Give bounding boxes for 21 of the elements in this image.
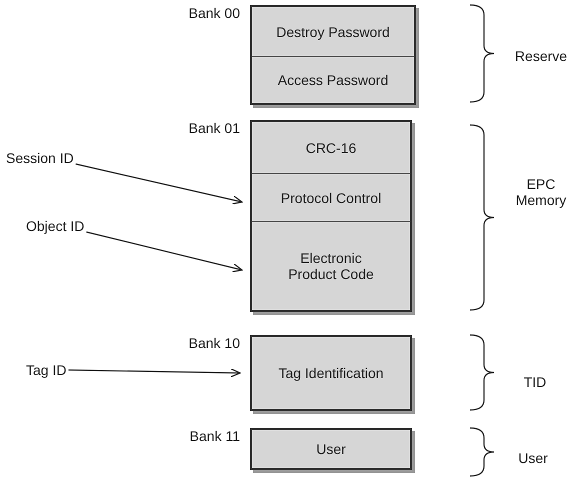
group-label: Reserve [514, 48, 568, 64]
pointer-label: Object ID [26, 218, 84, 234]
pointer-label: Session ID [6, 150, 74, 166]
group-label: EPC Memory [514, 176, 568, 208]
arrow [76, 163, 243, 204]
bank-label: Bank 00 [188, 5, 240, 21]
bank-label: Bank 10 [188, 335, 240, 351]
bank-label: Bank 11 [190, 428, 240, 444]
field-label: Electronic Product Code [287, 250, 375, 282]
field-label: Destroy Password [276, 24, 390, 40]
field-label: Tag Identification [278, 365, 384, 381]
bank-label: Bank 01 [188, 120, 240, 136]
field-label: Protocol Control [280, 190, 382, 206]
field-label: User [316, 441, 346, 457]
field-label: CRC-16 [306, 140, 356, 156]
field-label: Access Password [278, 72, 388, 88]
group-label: TID [522, 374, 548, 390]
arrow [86, 231, 243, 272]
group-label: User [517, 450, 549, 466]
arrow [68, 368, 241, 378]
pointer-label: Tag ID [26, 362, 66, 378]
